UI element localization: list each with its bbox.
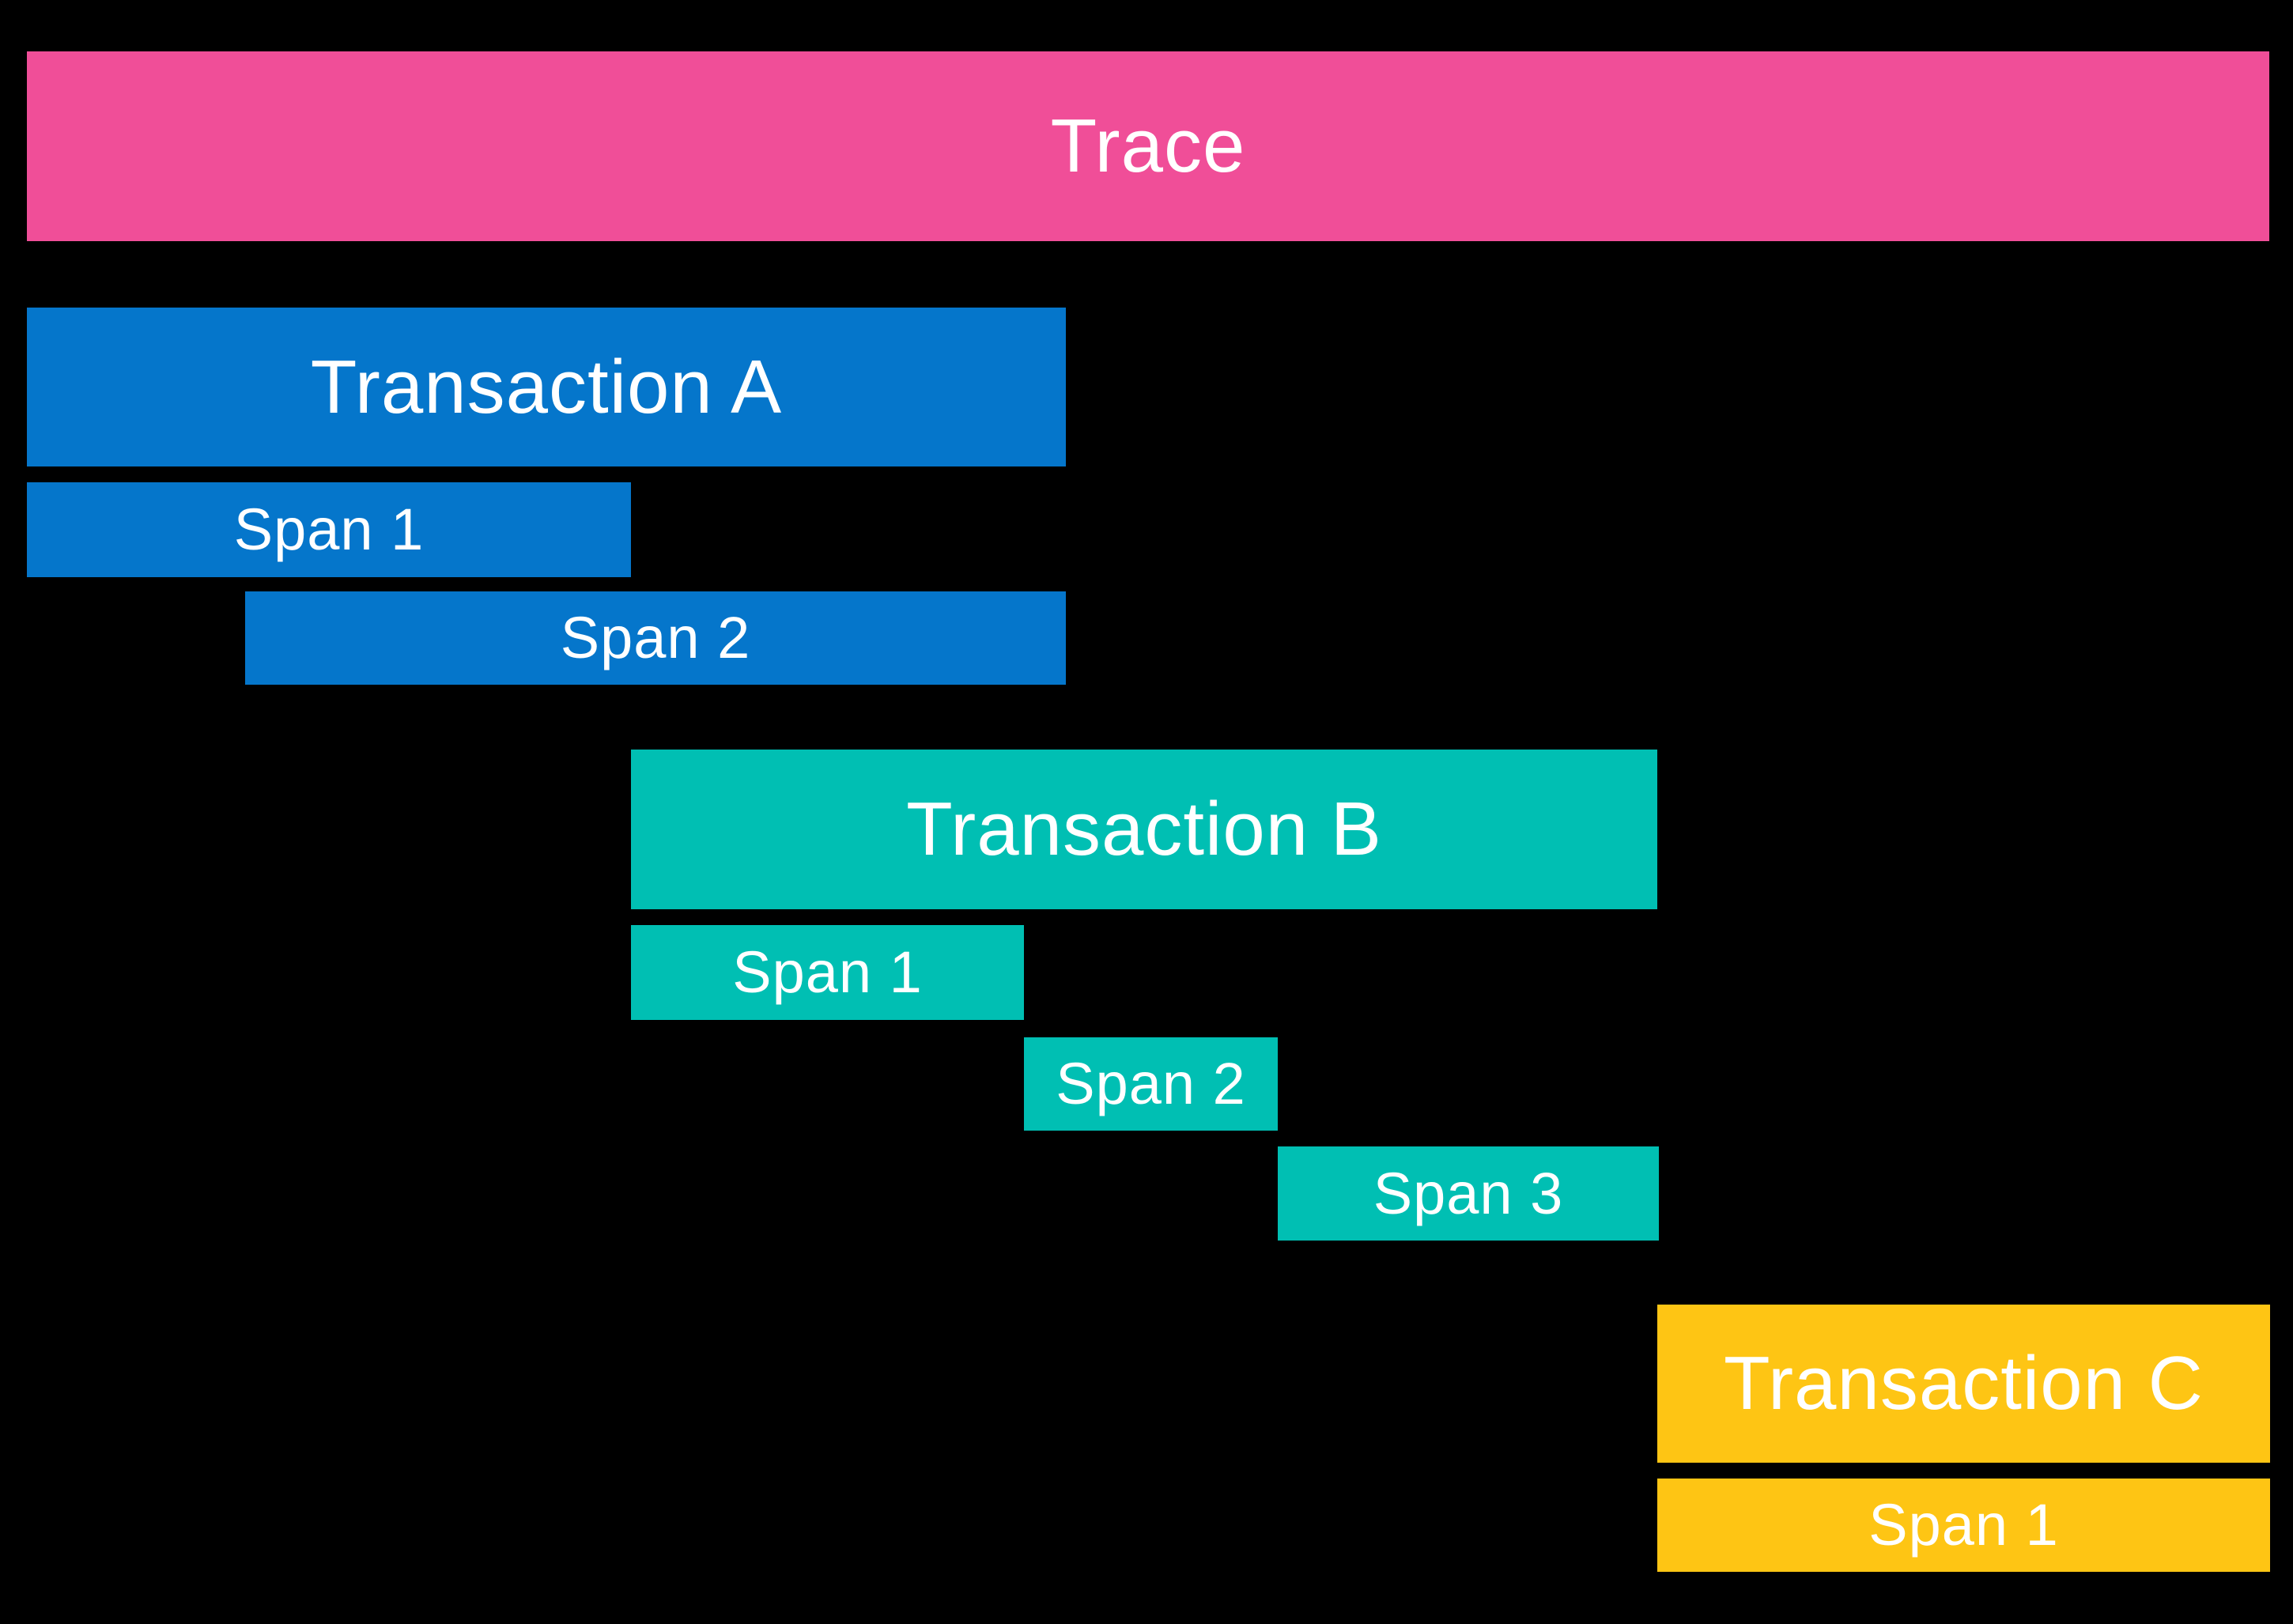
- transaction-b-bar-label: Transaction B: [906, 787, 1382, 871]
- transaction-b-span-2-bar: Span 2: [1024, 1037, 1278, 1131]
- transaction-a-bar-label: Transaction A: [310, 344, 783, 429]
- trace-bar-label: Trace: [1050, 104, 1246, 188]
- transaction-b-bar: Transaction B: [631, 750, 1657, 909]
- transaction-b-span-1-bar-label: Span 1: [732, 939, 923, 1005]
- transaction-c-span-1-bar-label: Span 1: [1868, 1492, 2059, 1558]
- transaction-b-span-3-bar: Span 3: [1278, 1146, 1659, 1241]
- transaction-c-bar: Transaction C: [1657, 1305, 2270, 1463]
- transaction-a-span-1-bar: Span 1: [27, 482, 631, 577]
- transaction-c-span-1-bar: Span 1: [1657, 1479, 2270, 1572]
- transaction-a-bar: Transaction A: [27, 308, 1066, 466]
- transaction-b-span-1-bar: Span 1: [631, 925, 1024, 1020]
- transaction-a-span-2-bar-label: Span 2: [560, 605, 751, 670]
- transaction-b-span-3-bar-label: Span 3: [1373, 1160, 1564, 1226]
- transaction-c-bar-label: Transaction C: [1724, 1341, 2204, 1426]
- trace-bar: Trace: [27, 51, 2269, 241]
- transaction-a-span-2-bar: Span 2: [245, 591, 1066, 685]
- transaction-b-span-2-bar-label: Span 2: [1056, 1051, 1246, 1116]
- transaction-a-span-1-bar-label: Span 1: [233, 497, 425, 562]
